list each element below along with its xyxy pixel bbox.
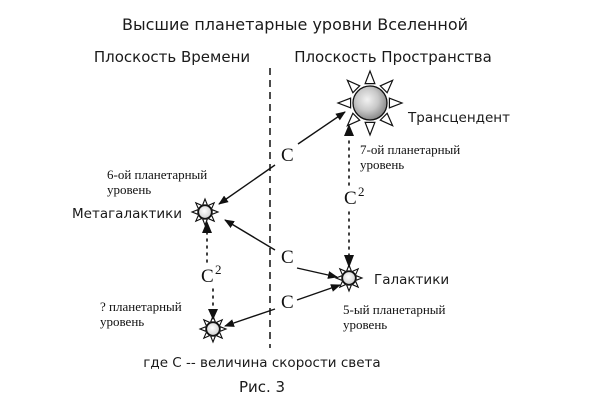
star-ray bbox=[355, 274, 364, 282]
galaxies-star-icon bbox=[334, 263, 364, 293]
arrowhead-galaxies bbox=[344, 255, 354, 268]
seventh-level-line2: уровень bbox=[360, 157, 404, 172]
seventh-level-line1: 7-ой планетарный bbox=[360, 142, 460, 157]
c-squared-label-space: C 2 bbox=[344, 184, 365, 209]
star-ray bbox=[338, 280, 347, 289]
svg-text:C: C bbox=[201, 266, 214, 287]
unknown-level-line1: ? планетарный bbox=[100, 299, 182, 314]
star-ray bbox=[201, 218, 209, 227]
star-ray bbox=[202, 318, 211, 327]
star-ray bbox=[194, 214, 203, 223]
star-ray bbox=[190, 208, 199, 216]
star-ray bbox=[215, 331, 224, 340]
star-ray bbox=[345, 284, 353, 293]
arrowhead-metagalaxies bbox=[202, 221, 212, 233]
arrow-c-to-metagalaxies-lower bbox=[224, 219, 276, 251]
star-ray bbox=[388, 97, 404, 109]
star-ray bbox=[207, 201, 216, 210]
star-ray bbox=[219, 325, 228, 333]
arrowhead-transcendent bbox=[344, 124, 354, 136]
star-ray bbox=[194, 201, 203, 210]
star-ray bbox=[198, 325, 207, 333]
plane-of-time-heading: Плоскость Времени bbox=[94, 48, 250, 66]
star-ray bbox=[215, 318, 224, 327]
galaxies-label: Галактики bbox=[374, 272, 449, 288]
arrow-c-to-galaxies-lower bbox=[296, 284, 341, 301]
plane-of-space-heading: Плоскость Пространства bbox=[294, 48, 492, 66]
star-ray bbox=[351, 267, 360, 276]
c-squared-label-time: C 2 bbox=[201, 262, 222, 287]
arrow-c-to-metagalaxies-upper bbox=[218, 164, 276, 205]
star-ray bbox=[364, 69, 376, 85]
star-ray bbox=[209, 335, 217, 344]
diagram-title: Высшие планетарные уровни Вселенной bbox=[122, 15, 468, 34]
c-label-upper: C bbox=[281, 145, 294, 166]
star-ray bbox=[364, 121, 376, 137]
star-ray bbox=[202, 331, 211, 340]
star-ray bbox=[338, 267, 347, 276]
arrow-c-to-unknown-level bbox=[224, 308, 276, 327]
star-ray bbox=[201, 197, 209, 206]
star-ray bbox=[207, 214, 216, 223]
star-ray bbox=[336, 97, 352, 109]
star-ray bbox=[351, 280, 360, 289]
svg-text:2: 2 bbox=[358, 184, 365, 199]
unknown-level-line2: уровень bbox=[100, 314, 144, 329]
metagalaxies-star-icon bbox=[190, 197, 220, 227]
fifth-level-line1: 5-ый планетарный bbox=[343, 302, 446, 317]
star-ray bbox=[346, 79, 361, 94]
arrow-c-to-galaxies-upper bbox=[296, 267, 338, 279]
transcendent-label: Трансцендент bbox=[407, 110, 510, 126]
svg-text:2: 2 bbox=[215, 262, 222, 277]
star-ray bbox=[379, 79, 394, 94]
c-label-lower: C bbox=[281, 292, 294, 313]
figure-number: Рис. 3 bbox=[239, 378, 285, 396]
sixth-level-line1: 6-ой планетарный bbox=[107, 167, 207, 182]
arrow-c-to-transcendent bbox=[297, 111, 346, 145]
c-label-middle: C bbox=[281, 247, 294, 268]
metagalaxies-label: Метагалактики bbox=[72, 206, 182, 222]
star-ray bbox=[334, 274, 343, 282]
unknown-level-star-icon bbox=[198, 314, 228, 344]
transcendent-star-icon bbox=[336, 69, 404, 137]
svg-text:C: C bbox=[344, 188, 357, 209]
arrowhead-unknown-level bbox=[208, 309, 218, 320]
star-ray bbox=[379, 112, 394, 127]
fifth-level-line2: уровень bbox=[343, 317, 387, 332]
sixth-level-line2: уровень bbox=[107, 182, 151, 197]
star-ray bbox=[346, 112, 361, 127]
speed-of-light-caption: где С -- величина скорости света bbox=[143, 355, 380, 371]
star-ray bbox=[211, 208, 220, 216]
